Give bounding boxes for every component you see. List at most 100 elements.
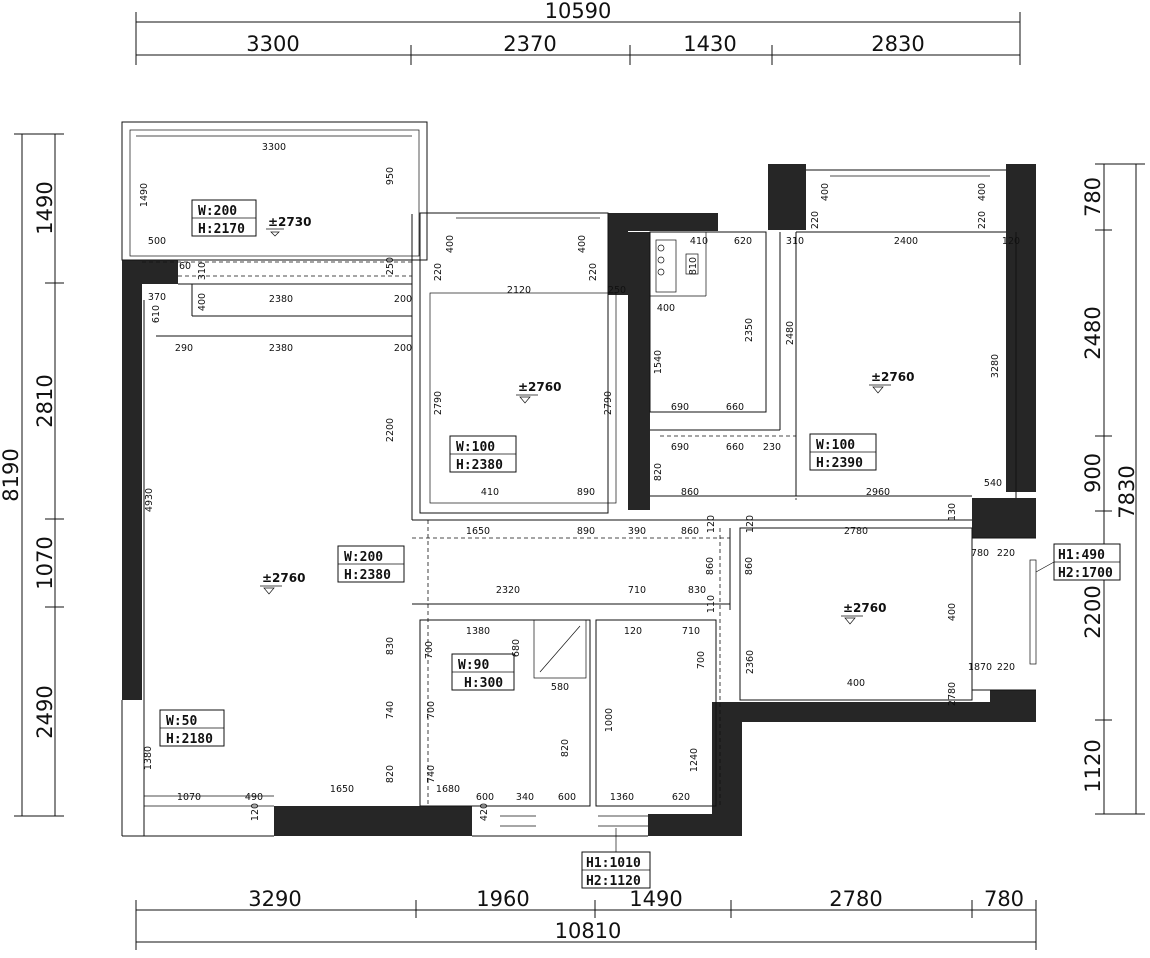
inner-dim-label: 220: [977, 211, 988, 229]
inner-dim-label: 1000: [604, 708, 615, 732]
solid-walls: [122, 164, 1036, 836]
inner-dim-label: 2400: [894, 236, 918, 247]
inner-dim-label: 400: [977, 183, 988, 201]
level-marker-balcony: ±2730: [266, 215, 311, 237]
inner-dim-label: 830: [385, 637, 396, 655]
right-dimensions: 780 2480 900 2200 1120 7830: [1081, 163, 1145, 815]
level-text-balcony: ±2730: [268, 215, 311, 229]
inner-dim-label: 600: [476, 792, 494, 803]
right-dim-3: 900: [1081, 453, 1105, 493]
inner-dim-label: 220: [810, 211, 821, 229]
inner-dim-label: 410: [481, 487, 499, 498]
inner-dim-label: 1380: [466, 626, 490, 637]
inner-dim-label: 580: [551, 682, 569, 693]
inner-dim-label: 700: [696, 651, 707, 669]
inner-dim-label: 1870: [968, 662, 992, 673]
inner-dim-label: 690: [671, 442, 689, 453]
inner-dim-label: 500: [148, 236, 166, 247]
level-text-bedroom-right: ±2760: [871, 370, 914, 384]
inner-dim-label: 4930: [144, 488, 155, 512]
inner-dim-label: 3300: [262, 142, 286, 153]
inner-dim-label: 220: [997, 662, 1015, 673]
inner-dim-label: 1490: [139, 183, 150, 207]
level-text-bedroom-mid: ±2760: [518, 380, 561, 394]
level-marker-bedroom-right: ±2760: [869, 370, 914, 394]
inner-dim-label: 390: [628, 526, 646, 537]
inner-dim-label: 200: [394, 343, 412, 354]
opening-tags: W:200 H:2170 W:100 H:2380 W:100 H:2390 W…: [159, 199, 1121, 889]
inner-dim-label: 2380: [269, 294, 293, 305]
inner-dim-label: 1650: [466, 526, 490, 537]
tag-w: W:100: [456, 440, 495, 455]
inner-dim-label: 120: [706, 515, 717, 533]
inner-dim-label: 860: [744, 557, 755, 575]
inner-dim-label: 2360: [745, 650, 756, 674]
tag-w: H1:490: [1058, 548, 1105, 563]
inner-dim-label: 2780: [947, 682, 958, 706]
top-dim-3: 1430: [683, 32, 736, 56]
inner-dim-label: 740: [385, 701, 396, 719]
inner-dim-label: 860: [705, 557, 716, 575]
right-total-dim: 7830: [1115, 465, 1139, 518]
inner-dim-label: 120: [250, 803, 261, 821]
inner-dim-label: 250: [608, 285, 626, 296]
inner-dim-label: 230: [763, 442, 781, 453]
tag-h: H:2390: [816, 456, 863, 471]
tag-window-balcony: W:200 H:2170: [191, 199, 257, 237]
tag-window-living: W:50 H:2180: [159, 709, 225, 747]
inner-dim-label: 740: [426, 765, 437, 783]
inner-dim-label: 820: [560, 739, 571, 757]
inner-dim-label: 890: [577, 526, 595, 537]
inner-dim-label: 700: [426, 701, 437, 719]
tag-h: H:2380: [344, 568, 391, 583]
inner-dim-label: 1680: [436, 784, 460, 795]
inner-dim-label: 490: [245, 792, 263, 803]
inner-dim-label: 680: [511, 639, 522, 657]
inner-dim-label: 370: [148, 292, 166, 303]
bottom-dim-4: 2780: [829, 887, 882, 911]
inner-dim-label: 810: [688, 257, 699, 275]
inner-dim-label: 250: [385, 257, 396, 275]
inner-dim-label: 400: [820, 183, 831, 201]
inner-dim-label: 1540: [653, 350, 664, 374]
inner-dim-label: 420: [479, 803, 490, 821]
tag-h: H2:1700: [1058, 566, 1113, 581]
tag-w: W:200: [198, 204, 237, 219]
right-dim-5: 1120: [1081, 739, 1105, 792]
inner-dim-label: 830: [688, 585, 706, 596]
inner-dim-label: 220: [588, 263, 599, 281]
inner-dim-label: 950: [385, 167, 396, 185]
inner-dim-label: 220: [433, 263, 444, 281]
inner-dim-label: 2200: [385, 418, 396, 442]
bottom-dim-2: 1960: [476, 887, 529, 911]
tag-h: H:2170: [198, 222, 245, 237]
inner-dim-label: 2480: [785, 321, 796, 345]
thin-walls: [121, 121, 1037, 837]
inner-dim-label: 3280: [990, 354, 1001, 378]
inner-dim-label: 1070: [177, 792, 201, 803]
top-dim-2: 2370: [503, 32, 556, 56]
inner-dim-label: 860: [681, 487, 699, 498]
inner-dim-label: 620: [672, 792, 690, 803]
inner-dim-label: 400: [847, 678, 865, 689]
inner-dim-label: 130: [947, 503, 958, 521]
tag-window-bath: W:90 H:300: [451, 653, 515, 691]
tag-door-living: W:200 H:2380: [337, 545, 405, 583]
level-marker-bedroom-mid: ±2760: [516, 380, 561, 404]
inner-dim-label: 400: [947, 603, 958, 621]
level-marker-living: ±2760: [260, 571, 305, 595]
inner-dim-label: 400: [197, 293, 208, 311]
inner-dim-label: 780: [971, 548, 989, 559]
right-dim-4: 2200: [1081, 585, 1105, 638]
inner-dim-label: 820: [653, 463, 664, 481]
tag-door-bedroom-mid: W:100 H:2380: [449, 435, 517, 473]
left-dim-1: 1490: [33, 181, 57, 234]
inner-dim-label: 1650: [330, 784, 354, 795]
level-markers: ±2730 ±2760 ±2760 ±2760 ±2760: [260, 215, 914, 625]
inner-dim-label: 400: [657, 303, 675, 314]
inner-dim-label: 340: [516, 792, 534, 803]
inner-dim-label: 290: [175, 343, 193, 354]
inner-dim-label: 660: [726, 402, 744, 413]
inner-dim-label: 2790: [433, 391, 444, 415]
